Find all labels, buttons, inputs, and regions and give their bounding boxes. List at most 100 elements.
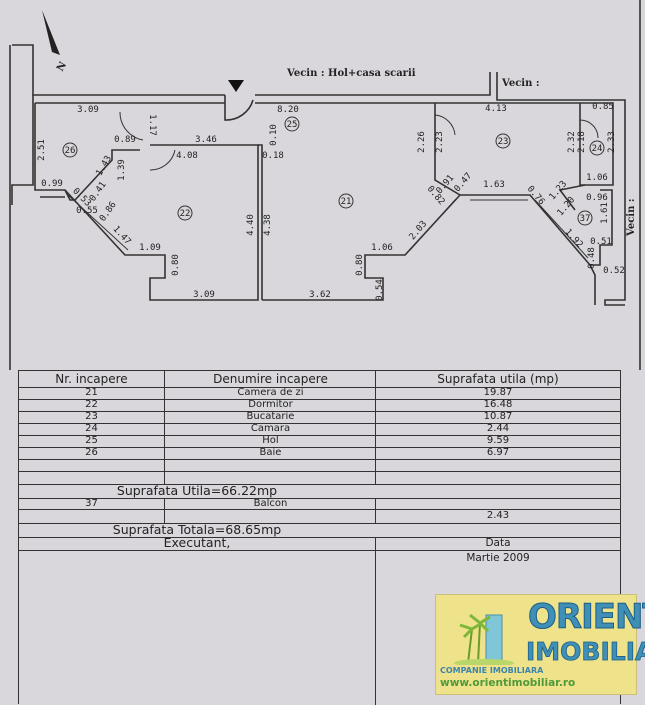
svg-text:1.17: 1.17 (147, 114, 157, 136)
room-area: 2.43 (375, 509, 620, 523)
dimension-labels: 3.09 1.17 0.89 3.46 4.08 0.10 0.18 8.20 … (37, 102, 625, 301)
logo-name-line2: IMOBILIAR (526, 637, 645, 667)
svg-text:1.39: 1.39 (117, 159, 127, 181)
room-name: Hol (164, 435, 376, 447)
header-room-number: Nr. incapere (55, 372, 128, 386)
svg-text:24: 24 (592, 144, 603, 154)
svg-text:0.99: 0.99 (41, 179, 63, 189)
svg-text:1.63: 1.63 (483, 180, 505, 190)
room-number: 37 (85, 497, 98, 509)
svg-text:1.09: 1.09 (139, 243, 161, 253)
room-marker: 22 (177, 205, 193, 221)
useful-area-total: Suprafata Utila=66.22mp (116, 482, 278, 498)
svg-text:0.18: 0.18 (262, 151, 284, 161)
svg-text:1.43: 1.43 (95, 154, 115, 178)
svg-text:0.48: 0.48 (587, 247, 597, 269)
room-area: 2.44 (375, 423, 620, 435)
table-header: Nr. incapere Denumire incapere Suprafata… (19, 371, 620, 388)
svg-text:4.08: 4.08 (176, 151, 198, 161)
room-area: 10.87 (375, 411, 620, 423)
svg-text:2.03: 2.03 (408, 219, 430, 242)
room-number: 22 (85, 399, 98, 410)
room-marker: 26 (62, 142, 78, 158)
svg-text:0.85: 0.85 (592, 102, 614, 112)
entrance-marker-icon (228, 80, 244, 92)
room-number: 21 (85, 387, 98, 398)
room-area-table: Nr. incapere Denumire incapere Suprafata… (18, 370, 621, 705)
svg-text:0.52: 0.52 (603, 266, 625, 276)
logo-tagline: COMPANIE IMOBILIARA (440, 666, 544, 675)
room-number: 23 (85, 411, 98, 422)
svg-text:2.33: 2.33 (607, 131, 617, 153)
svg-text:4.38: 4.38 (263, 214, 273, 236)
svg-text:0.54: 0.54 (375, 279, 385, 301)
room-marker: 25 (284, 116, 300, 132)
svg-text:0.96: 0.96 (586, 193, 608, 203)
room-marker: 23 (495, 133, 511, 149)
svg-text:22: 22 (180, 209, 191, 219)
svg-text:0.80: 0.80 (171, 254, 181, 276)
svg-text:3.62: 3.62 (309, 290, 331, 300)
svg-text:37: 37 (580, 214, 591, 224)
room-markers: 21 22 23 24 25 26 37 (62, 116, 605, 226)
room-name: Camera de zi (164, 387, 376, 399)
room-name: Bucatarie (164, 411, 376, 423)
header-room-name: Denumire incapere (164, 371, 376, 387)
room-marker: 24 (589, 140, 605, 156)
room-number: 24 (85, 423, 98, 434)
table-row-empty (19, 471, 620, 485)
neighbor-label-top: Vecin : Hol+casa scarii (286, 68, 416, 79)
header-room-area: Suprafata utila (mp) (375, 371, 620, 387)
svg-text:3.09: 3.09 (193, 290, 215, 300)
svg-text:0.91: 0.91 (435, 173, 457, 196)
executant-row: Executant, Data (19, 537, 620, 551)
svg-text:0.89: 0.89 (114, 135, 136, 145)
svg-text:2.26: 2.26 (417, 131, 427, 153)
balcony-row: 37 Balcon (19, 498, 620, 510)
date-label: Data (375, 537, 620, 550)
room-number: 25 (85, 435, 98, 446)
logo-name-line1: ORIENT (528, 597, 645, 638)
svg-text:0.55: 0.55 (76, 206, 98, 216)
svg-text:1.06: 1.06 (371, 243, 393, 253)
svg-text:0.10: 0.10 (269, 124, 279, 146)
room-name: Camara (164, 423, 376, 435)
grand-total-row: Suprafata Totala=68.65mp (19, 523, 620, 538)
svg-text:0.51: 0.51 (590, 237, 612, 247)
svg-text:3.09: 3.09 (77, 105, 99, 115)
room-area: 9.59 (375, 435, 620, 447)
svg-text:4.40: 4.40 (246, 214, 256, 236)
balcony-area-row: 2.43 (19, 509, 620, 524)
svg-text:0.86: 0.86 (98, 200, 119, 224)
logo-url: www.orientimobiliar.ro (440, 677, 576, 689)
svg-text:4.13: 4.13 (485, 104, 507, 114)
svg-text:3.46: 3.46 (195, 135, 217, 145)
svg-text:2.23: 2.23 (435, 131, 445, 153)
room-name: Baie (164, 447, 376, 459)
svg-text:25: 25 (287, 120, 298, 130)
floor-plan: N Vecin : Hol+casa scarii Vecin : Vecin … (9, 0, 641, 370)
svg-text:23: 23 (498, 137, 509, 147)
table-row-empty (19, 459, 620, 472)
svg-text:21: 21 (341, 197, 352, 207)
neighbor-label-top-right: Vecin : (501, 78, 540, 89)
date-value: Martie 2009 (375, 550, 620, 705)
svg-text:0.47: 0.47 (453, 171, 475, 194)
svg-text:2.32: 2.32 (567, 131, 577, 153)
room-marker: 21 (338, 193, 354, 209)
room-area: 6.97 (375, 447, 620, 459)
room-area: 16.48 (375, 399, 620, 411)
room-name: Dormitor (164, 399, 376, 411)
svg-text:26: 26 (65, 146, 76, 156)
room-marker: 37 (577, 210, 593, 226)
svg-text:0.80: 0.80 (355, 254, 365, 276)
room-name: Balcon (164, 498, 376, 509)
svg-text:1.20: 1.20 (556, 195, 578, 218)
svg-text:1.61: 1.61 (600, 202, 610, 224)
palm-building-icon (454, 613, 514, 665)
